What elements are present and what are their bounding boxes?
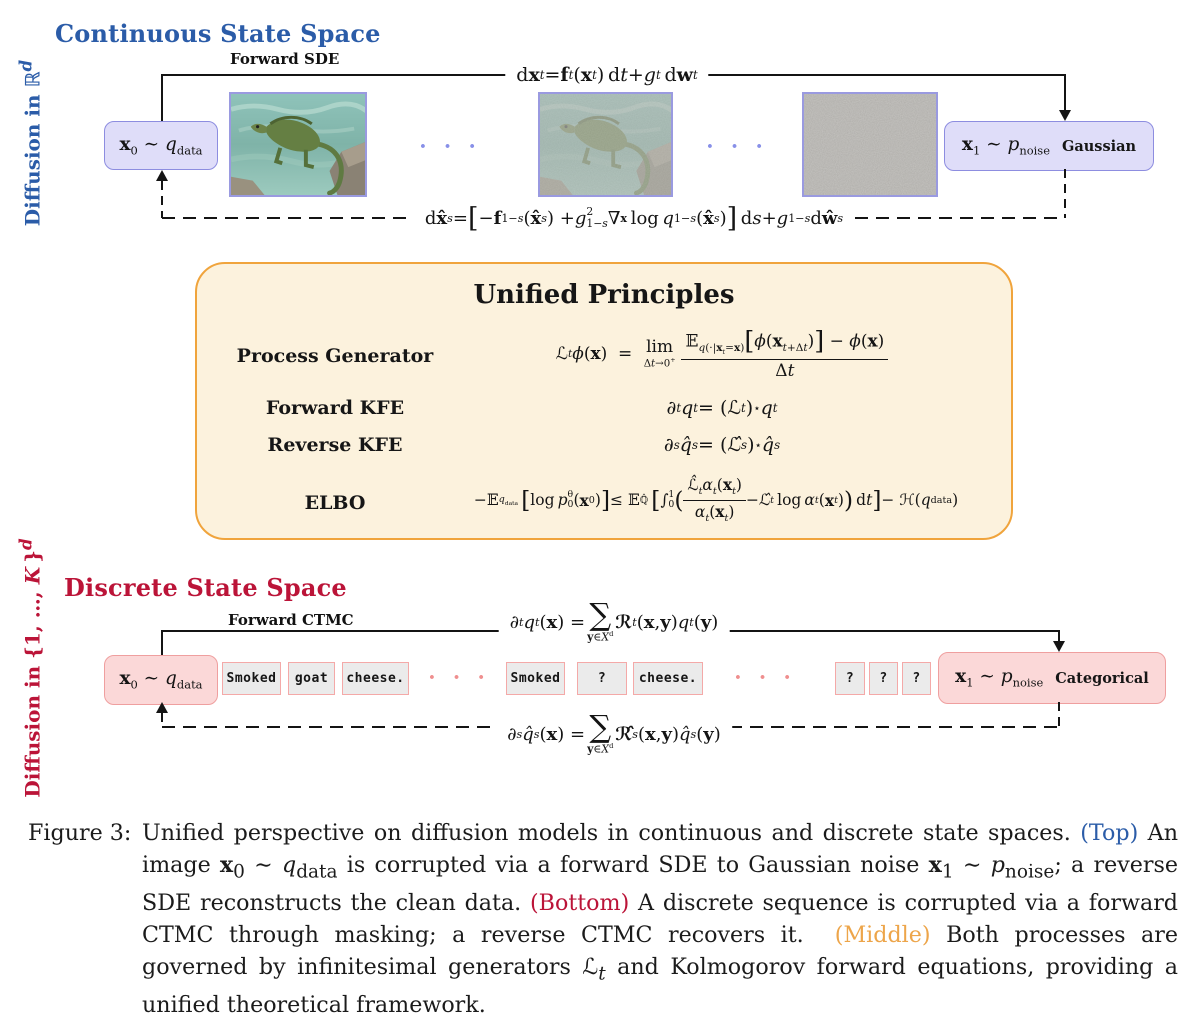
reverse-kfe-label: Reverse KFE [267,434,403,456]
figure-caption: Figure 3: Unified perspective on diffusi… [28,818,1178,1022]
image-noisy-iguana [538,92,673,197]
reverse-ctmc-line-left [160,713,164,727]
continuous-side-label: Diffusion in ℝd [15,59,45,227]
token-smoked-partial: Smoked [506,662,565,695]
x0-label-discrete: x0 ∼ qdata [119,668,203,692]
continuous-section-title: Continuous State Space [55,19,381,48]
x1-noise-box-discrete: x1 ∼ pnoise Categorical [938,652,1166,704]
forward-ctmc-line-right [1057,630,1061,642]
forward-sde-arrowhead [1058,110,1071,121]
image-clean-iguana [229,92,367,197]
token-cheese-partial: cheese. [633,662,703,695]
ellipsis-continuous-1: · · · [419,133,481,159]
token-goat-clean: goat [288,662,335,695]
categorical-tag: Categorical [1055,669,1149,687]
forward-sde-label: Forward SDE [230,50,340,68]
forward-ctmc-arrowhead [1052,641,1065,652]
unified-principles-title: Unified Principles [473,280,735,310]
process-generator-label: Process Generator [236,345,434,367]
gaussian-tag: Gaussian [1061,137,1137,155]
x0-data-box-discrete: x0 ∼ qdata [104,655,218,705]
discrete-side-label: Diffusion in {1, …, K }d [15,538,45,798]
reverse-ctmc-line-right [1057,702,1061,727]
x0-data-box-continuous: x0 ∼ qdata [104,121,218,170]
token-cheese-clean: cheese. [342,662,409,695]
ellipsis-continuous-2: · · · [706,133,768,159]
discrete-section-title: Discrete State Space [64,573,347,602]
token-smoked-clean: Smoked [222,662,281,695]
figure-caption-text: Unified perspective on diffusion models … [142,820,1179,1018]
token-mask-partial: ? [577,662,627,695]
forward-ctmc-line-left [160,630,164,655]
forward-sde-line-right [1063,74,1067,111]
x1-label-continuous: x1 ∼ pnoise [961,134,1050,158]
elbo-label: ELBO [304,492,366,514]
token-mask-2: ? [869,662,898,695]
x1-noise-box-continuous: x1 ∼ pnoise Gaussian [944,121,1154,171]
x0-label-continuous: x0 ∼ qdata [119,133,203,158]
ellipsis-discrete-1: · · · [428,664,490,690]
forward-kfe-label: Forward KFE [265,397,405,419]
reverse-sde-line-right [1063,169,1067,218]
image-pure-noise [802,92,938,197]
forward-sde-line-left [160,74,164,121]
figure-caption-label: Figure 3: [28,820,132,846]
ellipsis-discrete-2: · · · [734,664,796,690]
token-mask-3: ? [902,662,931,695]
token-mask-1: ? [835,662,865,695]
forward-ctmc-label: Forward CTMC [228,611,354,629]
reverse-sde-line-left [160,181,164,218]
reverse-ctmc-arrowhead [155,702,168,713]
x1-label-discrete: x1 ∼ pnoise [955,666,1044,690]
reverse-sde-arrowhead [155,170,168,181]
